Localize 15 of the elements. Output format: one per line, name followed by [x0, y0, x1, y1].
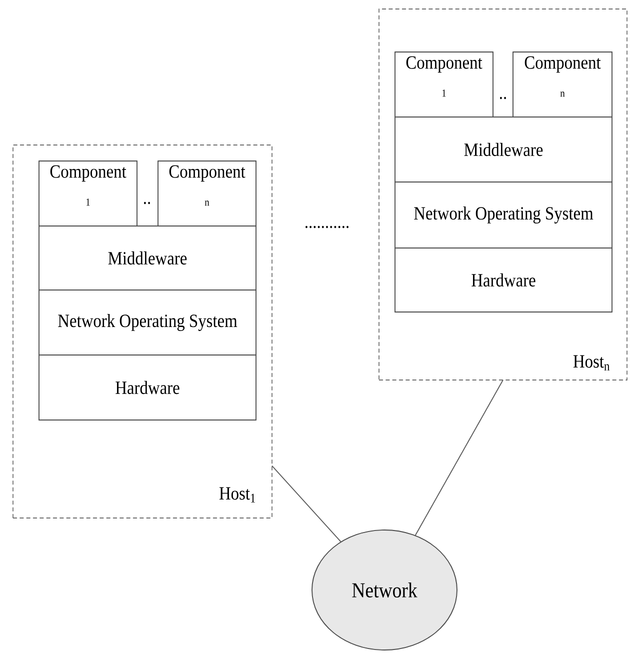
ellipsis: .. [500, 96, 506, 100]
component-box: Component 1 [394, 52, 494, 118]
connector-line [414, 380, 504, 536]
connector-line [272, 465, 342, 542]
ellipsis: .. [144, 202, 150, 204]
layer-box: Hardware [38, 354, 256, 420]
layer-box: Network Operating System [394, 182, 612, 248]
component-box: Component n [158, 160, 256, 226]
component-box: Component 1 [38, 160, 138, 226]
layer-box: Middleware [38, 226, 256, 290]
layer-box: Middleware [394, 116, 612, 182]
layer-box: Hardware [394, 248, 612, 312]
ellipsis: ........... [306, 226, 348, 228]
component-box: Component n [512, 52, 612, 118]
layer-box: Network Operating System [38, 290, 256, 356]
